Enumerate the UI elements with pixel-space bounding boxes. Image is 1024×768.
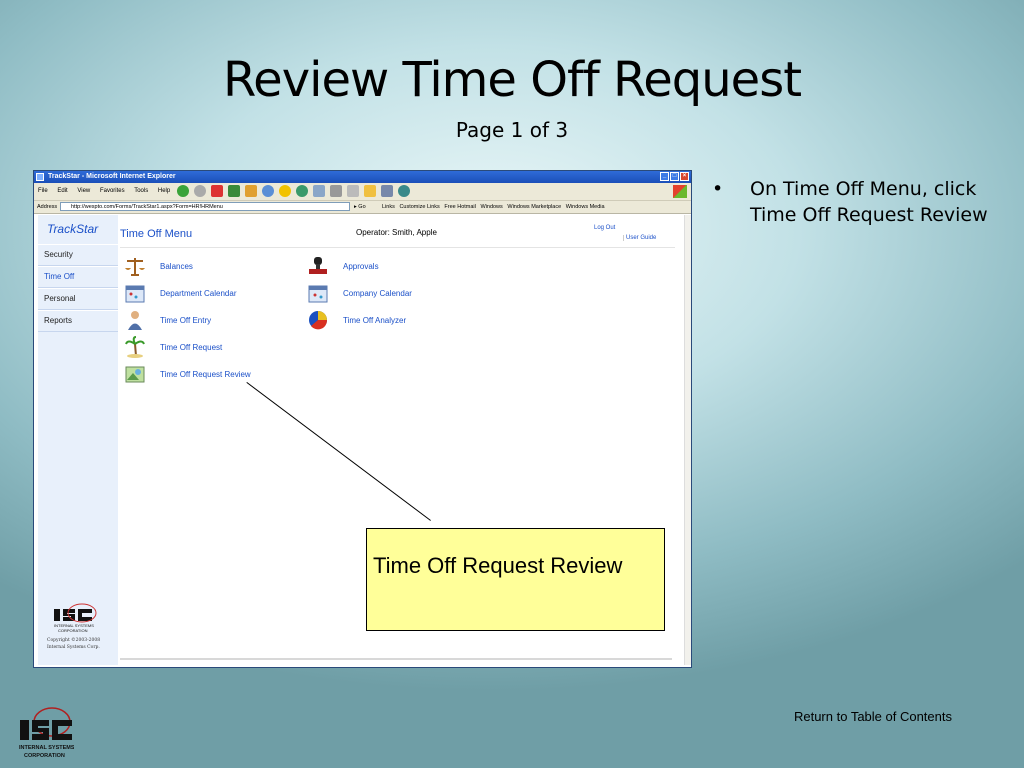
callout-box: Time Off Request Review <box>366 528 665 631</box>
address-input[interactable]: http://wespto.com/Forms/TrackStar1.aspx?… <box>60 202 350 211</box>
edit-icon[interactable] <box>347 185 359 197</box>
bullet-dot-icon: • <box>712 178 724 200</box>
link-media[interactable]: Windows Media <box>565 204 605 210</box>
main-panel: Time Off Menu Operator: Smith, Apple Log… <box>120 215 690 660</box>
stamp-icon <box>307 255 329 277</box>
isc-logo: INTERNAL SYSTEMS CORPORATION <box>52 603 100 638</box>
scrollbar[interactable] <box>684 215 691 665</box>
header-divider <box>120 247 675 248</box>
svg-text:CORPORATION: CORPORATION <box>58 628 88 633</box>
home-icon[interactable] <box>245 185 257 197</box>
sidebar-item-reports[interactable]: Reports <box>38 310 118 332</box>
page-title: Time Off Menu <box>120 228 193 240</box>
link-hotmail[interactable]: Free Hotmail <box>444 204 476 210</box>
research-icon[interactable] <box>381 185 393 197</box>
messenger-icon[interactable] <box>398 185 410 197</box>
refresh-icon[interactable] <box>228 185 240 197</box>
minimize-icon[interactable]: _ <box>660 172 669 181</box>
menu-help[interactable]: Help <box>157 188 171 194</box>
link-customize[interactable]: Customize Links <box>399 204 440 210</box>
menu-item-label: Company Calendar <box>343 288 412 298</box>
isc-corner-logo: INTERNAL SYSTEMS CORPORATION <box>18 706 75 767</box>
menu-item-label: Department Calendar <box>160 288 237 298</box>
history-icon[interactable] <box>296 185 308 197</box>
logout-link[interactable]: Log Out <box>594 225 616 231</box>
copyright-line-1: Copyright ©2003-2008 <box>47 638 101 643</box>
stop-icon[interactable] <box>211 185 223 197</box>
maximize-icon[interactable]: □ <box>670 172 679 181</box>
sidebar-item-security[interactable]: Security <box>38 244 118 266</box>
menu-item-time-off-analyzer[interactable]: Time Off Analyzer <box>307 309 406 331</box>
menu-item-label: Time Off Analyzer <box>343 315 407 325</box>
menu-item-label: Time Off Request <box>160 342 223 352</box>
ie-icon <box>36 173 44 181</box>
menu-item-time-off-entry[interactable]: Time Off Entry <box>124 309 211 331</box>
menu-tools[interactable]: Tools <box>134 188 149 194</box>
slide-title: Review Time Off Request <box>222 52 802 108</box>
page-content: TrackStar Security Time Off Personal Rep… <box>34 215 691 667</box>
window-title: TrackStar - Microsoft Internet Explorer <box>48 173 176 180</box>
callout-text: Time Off Request Review <box>373 553 623 578</box>
link-windows[interactable]: Windows <box>480 204 503 210</box>
svg-text:INTERNAL SYSTEMS: INTERNAL SYSTEMS <box>19 745 74 751</box>
sidebar-item-personal[interactable]: Personal <box>38 288 118 310</box>
sidebar-item-time-off[interactable]: Time Off <box>38 266 118 288</box>
print-icon[interactable] <box>330 185 342 197</box>
menu-item-balances[interactable]: Balances <box>124 255 193 277</box>
go-button[interactable]: ▸ Go <box>354 204 366 210</box>
link-marketplace[interactable]: Windows Marketplace <box>507 204 562 210</box>
folder-icon[interactable] <box>364 185 376 197</box>
menu-item-time-off-request[interactable]: Time Off Request <box>124 336 222 358</box>
browser-toolbar <box>177 185 410 197</box>
copyright: Copyright ©2003-2008 Internal Systems Co… <box>47 637 100 651</box>
bullet-text: On Time Off Menu, click Time Off Request… <box>750 178 988 226</box>
windows-logo-icon <box>673 185 687 198</box>
user-guide-link[interactable]: User Guide <box>623 235 656 241</box>
menu-item-time-off-request-review[interactable]: Time Off Request Review <box>124 363 251 385</box>
svg-text:INTERNAL SYSTEMS: INTERNAL SYSTEMS <box>54 623 94 628</box>
address-label: Address <box>37 204 58 210</box>
calendar-icon <box>307 282 329 304</box>
mail-icon[interactable] <box>313 185 325 197</box>
menu-file[interactable]: File <box>38 188 48 194</box>
svg-text:CORPORATION: CORPORATION <box>24 753 65 759</box>
person-icon <box>124 309 146 331</box>
app-sidebar: TrackStar Security Time Off Personal Rep… <box>38 215 118 665</box>
table-of-contents-link[interactable]: Return to Table of Contents <box>793 709 952 724</box>
browser-menubar: File Edit View Favorites Tools Help <box>34 183 691 201</box>
menu-item-company-calendar[interactable]: Company Calendar <box>307 282 412 304</box>
links-label: Links <box>382 204 395 210</box>
go-label: Go <box>358 204 366 210</box>
links-bar: Links Customize Links Free Hotmail Windo… <box>382 201 605 213</box>
calendar-icon <box>124 282 146 304</box>
scales-icon <box>124 255 146 277</box>
menu-edit[interactable]: Edit <box>57 188 68 194</box>
address-bar: Address http://wespto.com/Forms/TrackSta… <box>34 201 691 214</box>
review-map-icon <box>124 363 146 385</box>
menu-view[interactable]: View <box>77 188 91 194</box>
pie-chart-icon <box>307 309 329 331</box>
favorites-icon[interactable] <box>279 185 291 197</box>
browser-titlebar: TrackStar - Microsoft Internet Explorer … <box>34 171 691 183</box>
slide-subtitle: Page 1 of 3 <box>455 118 569 142</box>
menu-favorites[interactable]: Favorites <box>99 188 125 194</box>
menu-item-label: Time Off Request Review <box>160 369 251 379</box>
menu-item-approvals[interactable]: Approvals <box>307 255 379 277</box>
app-brand: TrackStar <box>47 222 99 236</box>
menu-item-department-calendar[interactable]: Department Calendar <box>124 282 236 304</box>
search-icon[interactable] <box>262 185 274 197</box>
forward-icon[interactable] <box>194 185 206 197</box>
palm-tree-icon <box>124 336 146 358</box>
menu-item-label: Time Off Entry <box>160 315 212 325</box>
copyright-line-2: Internal Systems Corp. <box>47 645 100 650</box>
content-bottom-border <box>120 658 672 660</box>
back-icon[interactable] <box>177 185 189 197</box>
menu-item-label: Balances <box>160 261 193 271</box>
close-icon[interactable]: × <box>680 172 689 181</box>
menu-item-label: Approvals <box>343 261 379 271</box>
operator-label: Operator: Smith, Apple <box>356 228 437 237</box>
